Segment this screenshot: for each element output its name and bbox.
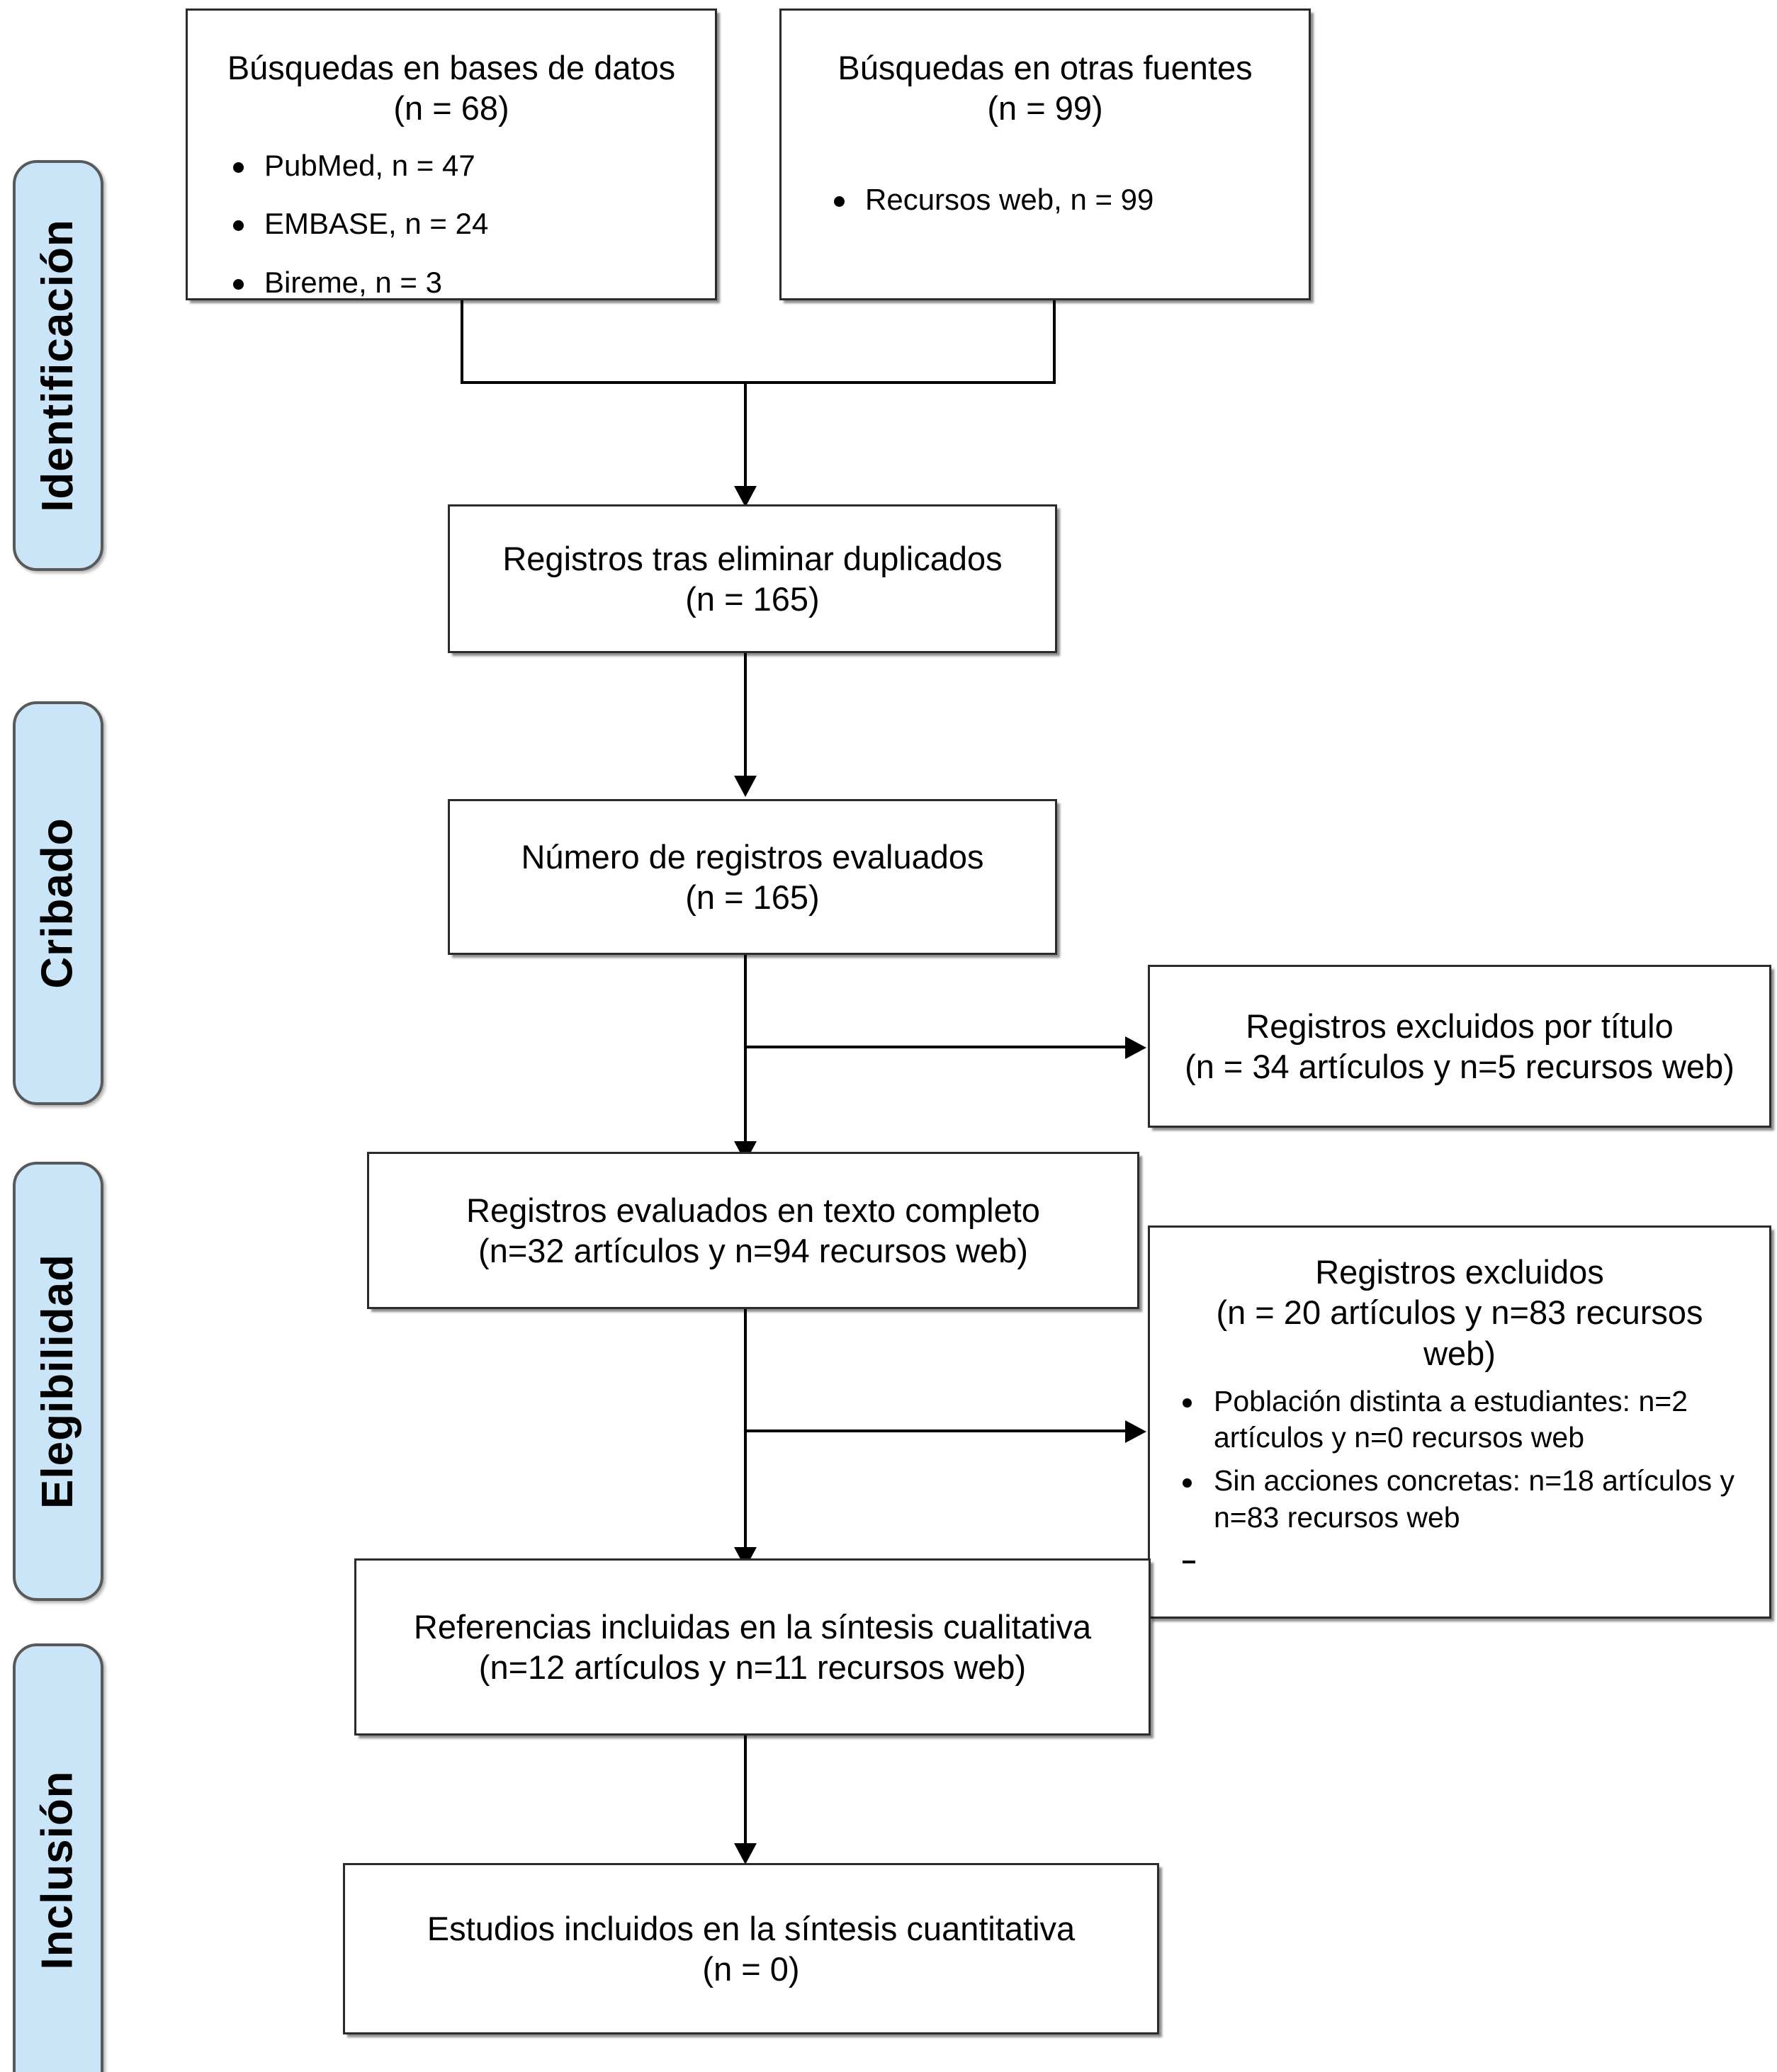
database-searches-title: Búsquedas en bases de datos (n = 68) [188,47,715,129]
qualitative-synthesis-title-line1: Referencias incluidas en la síntesis cua… [413,1607,1092,1646]
node-fulltext-assessed: Registros evaluados en texto completo (n… [367,1152,1139,1309]
other-sources-count: (n = 99) [987,89,1103,128]
excluded-fulltext-count-line2: web) [1423,1334,1496,1372]
excluded-fulltext-count-line1: (n = 20 artículos y n=83 recursos [1216,1293,1703,1332]
stage-label-inclusion: Inclusión [33,1770,83,1970]
quantitative-synthesis-title-line1: Estudios incluidos en la síntesis cuanti… [427,1909,1076,1947]
connector-merge-to-dedup [744,381,747,487]
node-database-searches: Búsquedas en bases de datos (n = 68) Pub… [186,9,717,300]
qualitative-synthesis-title: Referencias incluidas en la síntesis cua… [356,1607,1149,1688]
node-excluded-by-title: Registros excluidos por título (n = 34 a… [1148,965,1771,1128]
stage-identificacion: Identificación [13,160,103,571]
connector-qualitative-to-quantitative [744,1736,747,1845]
excluded-fulltext-title: Registros excluidos (n = 20 artículos y … [1150,1252,1769,1374]
connector-fulltext-to-excluded [744,1430,1127,1432]
list-item: Sin acciones concretas: n=18 artículos y… [1183,1463,1759,1536]
node-qualitative-synthesis: Referencias incluidas en la síntesis cua… [354,1558,1151,1736]
fulltext-assessed-title: Registros evaluados en texto completo (n… [369,1190,1137,1272]
arrowhead-screened-to-excluded-title [1125,1036,1146,1059]
list-item: PubMed, n = 47 [233,147,705,185]
other-sources-bullets: Recursos web, n = 99 [782,181,1309,219]
other-sources-title: Búsquedas en otras fuentes (n = 99) [782,47,1309,129]
node-records-deduplicated: Registros tras eliminar duplicados (n = … [448,504,1057,653]
list-item: EMBASE, n = 24 [233,205,705,243]
records-deduplicated-count: (n = 165) [685,580,820,618]
list-item: Población distinta a estudiantes: n=2 ar… [1183,1383,1759,1456]
connector-fulltext-to-qualitative [744,1309,747,1549]
quantitative-synthesis-title: Estudios incluidos en la síntesis cuanti… [345,1908,1157,1990]
qualitative-synthesis-count: (n=12 artículos y n=11 recursos web) [478,1648,1027,1686]
database-searches-bullets: PubMed, n = 47 EMBASE, n = 24 Bireme, n … [188,147,715,302]
node-records-screened: Número de registros evaluados (n = 165) [448,799,1057,955]
stage-label-cribado: Cribado [33,817,83,989]
connector-screened-to-excluded-title [744,1046,1127,1048]
node-other-sources: Búsquedas en otras fuentes (n = 99) Recu… [779,9,1311,300]
stage-inclusion: Inclusión [13,1643,103,2072]
records-deduplicated-title: Registros tras eliminar duplicados (n = … [450,538,1055,620]
node-quantitative-synthesis: Estudios incluidos en la síntesis cuanti… [343,1863,1159,2034]
node-excluded-fulltext: Registros excluidos (n = 20 artículos y … [1148,1225,1771,1619]
connector-screened-to-fulltext [744,955,747,1143]
fulltext-assessed-count: (n=32 artículos y n=94 recursos web) [478,1232,1028,1269]
records-deduplicated-title-line1: Registros tras eliminar duplicados [502,539,1003,577]
records-screened-count: (n = 165) [685,878,820,916]
fulltext-assessed-title-line1: Registros evaluados en texto completo [466,1191,1040,1229]
database-searches-title-line1: Búsquedas en bases de datos [227,49,676,86]
connector-other-stub [1053,300,1056,384]
records-screened-title-line1: Número de registros evaluados [521,837,984,876]
quantitative-synthesis-count: (n = 0) [702,1950,800,1988]
excluded-by-title-count: (n = 34 artículos y n=5 recursos web) [1185,1048,1734,1085]
arrowhead-merge-to-dedup [734,486,757,507]
other-sources-title-line1: Búsquedas en otras fuentes [837,49,1253,86]
list-item [1183,1543,1759,1575]
arrowhead-dedup-to-screened [734,776,757,797]
list-item: Bireme, n = 3 [233,264,705,302]
excluded-by-title-title-line1: Registros excluidos por título [1246,1007,1674,1045]
excluded-by-title-title: Registros excluidos por título (n = 34 a… [1150,1006,1769,1087]
connector-dedup-to-screened [744,653,747,777]
records-screened-title: Número de registros evaluados (n = 165) [450,837,1055,918]
stage-cribado: Cribado [13,701,103,1105]
list-item: Recursos web, n = 99 [834,181,1299,219]
arrowhead-qualitative-to-quantitative [734,1843,757,1864]
stage-label-identificacion: Identificación [33,219,83,512]
excluded-fulltext-bullets: Población distinta a estudiantes: n=2 ar… [1150,1383,1769,1582]
stage-elegibilidad: Elegibilidad [13,1162,103,1601]
stage-label-elegibilidad: Elegibilidad [33,1254,82,1509]
arrowhead-fulltext-to-excluded [1125,1420,1146,1443]
database-searches-count: (n = 68) [393,89,509,128]
connector-db-stub [461,300,463,384]
connector-merge-bar [461,381,1056,384]
excluded-fulltext-title-line1: Registros excluidos [1315,1253,1604,1291]
